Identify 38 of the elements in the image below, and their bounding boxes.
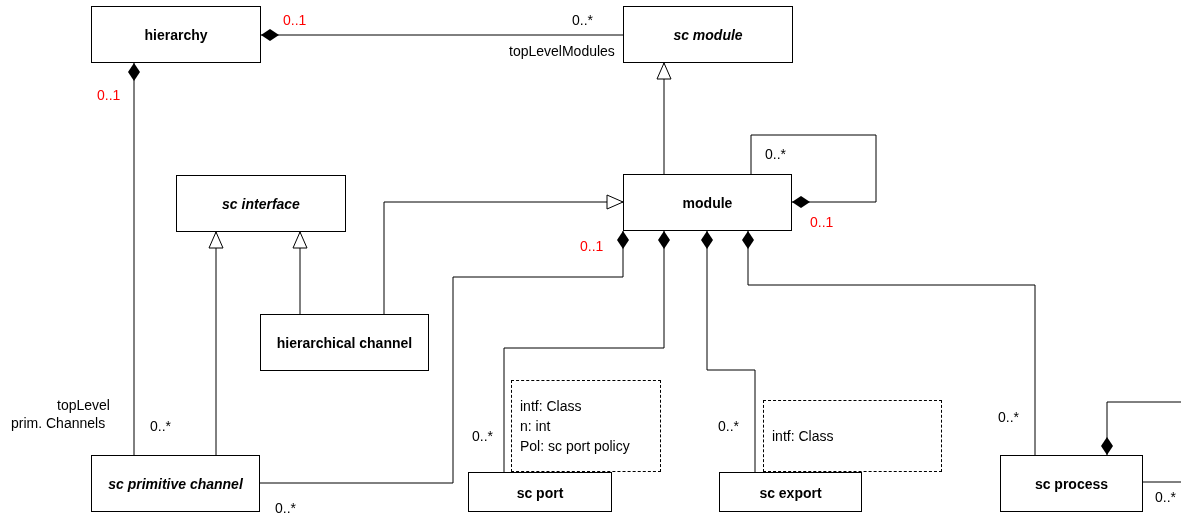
class-box: module — [623, 174, 792, 231]
composition-line — [259, 230, 629, 484]
generalization-arrow — [292, 231, 308, 315]
class-box: sc interface — [176, 175, 346, 232]
role-label: 0..* — [275, 500, 296, 516]
multiplicity-label: 0..1 — [580, 238, 604, 254]
template-parameter-box: intf: Class — [763, 400, 942, 472]
template-parameter-box: intf: Class n: int Pol: sc port policy — [511, 380, 661, 472]
multiplicity-label: 0..1 — [810, 214, 834, 230]
class-box: sc process — [1000, 455, 1143, 512]
role-label: 0..* — [150, 418, 171, 434]
role-label: 0..* — [765, 146, 786, 162]
role-label: topLevelModules — [509, 43, 615, 59]
role-label: 0..* — [998, 409, 1019, 425]
class-box: hierarchy — [91, 6, 261, 63]
composition-line — [1101, 401, 1181, 483]
composition-line — [128, 62, 140, 456]
composition-line — [260, 29, 624, 41]
multiplicity-label: 0..1 — [97, 87, 121, 103]
composition-line — [503, 230, 670, 473]
composition-line — [750, 134, 877, 208]
generalization-arrow — [208, 231, 224, 456]
composition-line — [742, 230, 1036, 456]
role-label: 0..* — [572, 12, 593, 28]
class-box: sc export — [719, 472, 862, 512]
role-label: topLevel — [57, 397, 110, 413]
role-label: 0..* — [718, 418, 739, 434]
role-label: 0..* — [472, 428, 493, 444]
class-box: sc primitive channel — [91, 455, 260, 512]
generalization-arrow — [656, 62, 672, 175]
composition-line — [701, 230, 756, 473]
class-box: sc module — [623, 6, 793, 63]
class-box: sc port — [468, 472, 612, 512]
multiplicity-label: 0..1 — [283, 12, 307, 28]
role-label: 0..* — [1155, 489, 1176, 505]
role-label: prim. Channels — [11, 415, 106, 431]
class-box: hierarchical channel — [260, 314, 429, 371]
generalization-arrow — [383, 194, 624, 315]
